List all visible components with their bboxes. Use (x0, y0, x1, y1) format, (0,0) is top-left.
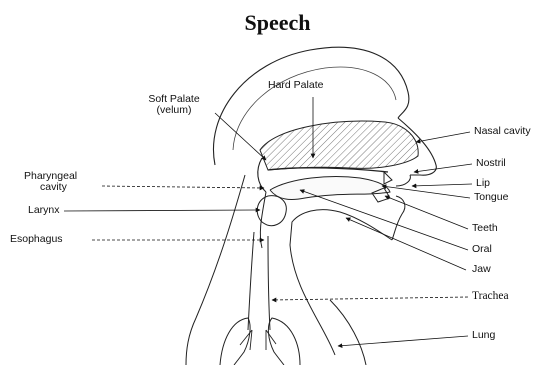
label-nasal-cavity: Nasal cavity (474, 126, 531, 137)
pointer-jaw (346, 218, 466, 270)
larynx-shape (257, 196, 286, 226)
label-esophagus: Esophagus (10, 234, 63, 245)
upper-lip (396, 175, 410, 186)
body-outline-right (330, 300, 366, 365)
jaw-line (290, 210, 392, 245)
pointer-pharyngeal (102, 186, 264, 188)
trachea-left (248, 232, 254, 330)
pointer-soft-palate (215, 113, 266, 160)
label-lung: Lung (472, 330, 495, 341)
label-soft-palate-line2: (velum) (134, 105, 214, 116)
lung-left (220, 318, 250, 365)
label-lip: Lip (476, 178, 490, 189)
label-nostril: Nostril (476, 158, 506, 169)
pointer-tongue (382, 186, 470, 198)
bronchi (240, 330, 276, 350)
nasal-cavity-shape (260, 121, 418, 170)
tongue-shape (270, 177, 390, 200)
lung-right (268, 318, 300, 365)
label-pharyngeal-cavity: Pharyngeal cavity (24, 171, 77, 193)
pointer-trachea (272, 297, 468, 300)
pointer-lung (338, 336, 468, 346)
pointer-lip (412, 184, 472, 186)
label-tongue: Tongue (474, 192, 508, 203)
pointer-nostril (414, 164, 472, 172)
lower-lip-chin (392, 196, 405, 240)
label-larynx: Larynx (28, 205, 60, 216)
label-soft-palate: Soft Palate (velum) (134, 94, 214, 116)
upper-teeth-shape (384, 172, 392, 184)
label-jaw: Jaw (472, 264, 491, 275)
pointer-larynx (64, 210, 260, 211)
label-hard-palate: Hard Palate (268, 80, 323, 91)
label-oral: Oral (472, 244, 492, 255)
pointer-nasal-cavity (416, 132, 470, 142)
label-trachea: Trachea (472, 291, 509, 302)
label-teeth: Teeth (472, 223, 498, 234)
label-pharyngeal-line2: cavity (24, 182, 77, 193)
pharynx-back-wall (186, 175, 245, 365)
trachea-right (268, 236, 270, 330)
pointer-oral (300, 190, 468, 250)
